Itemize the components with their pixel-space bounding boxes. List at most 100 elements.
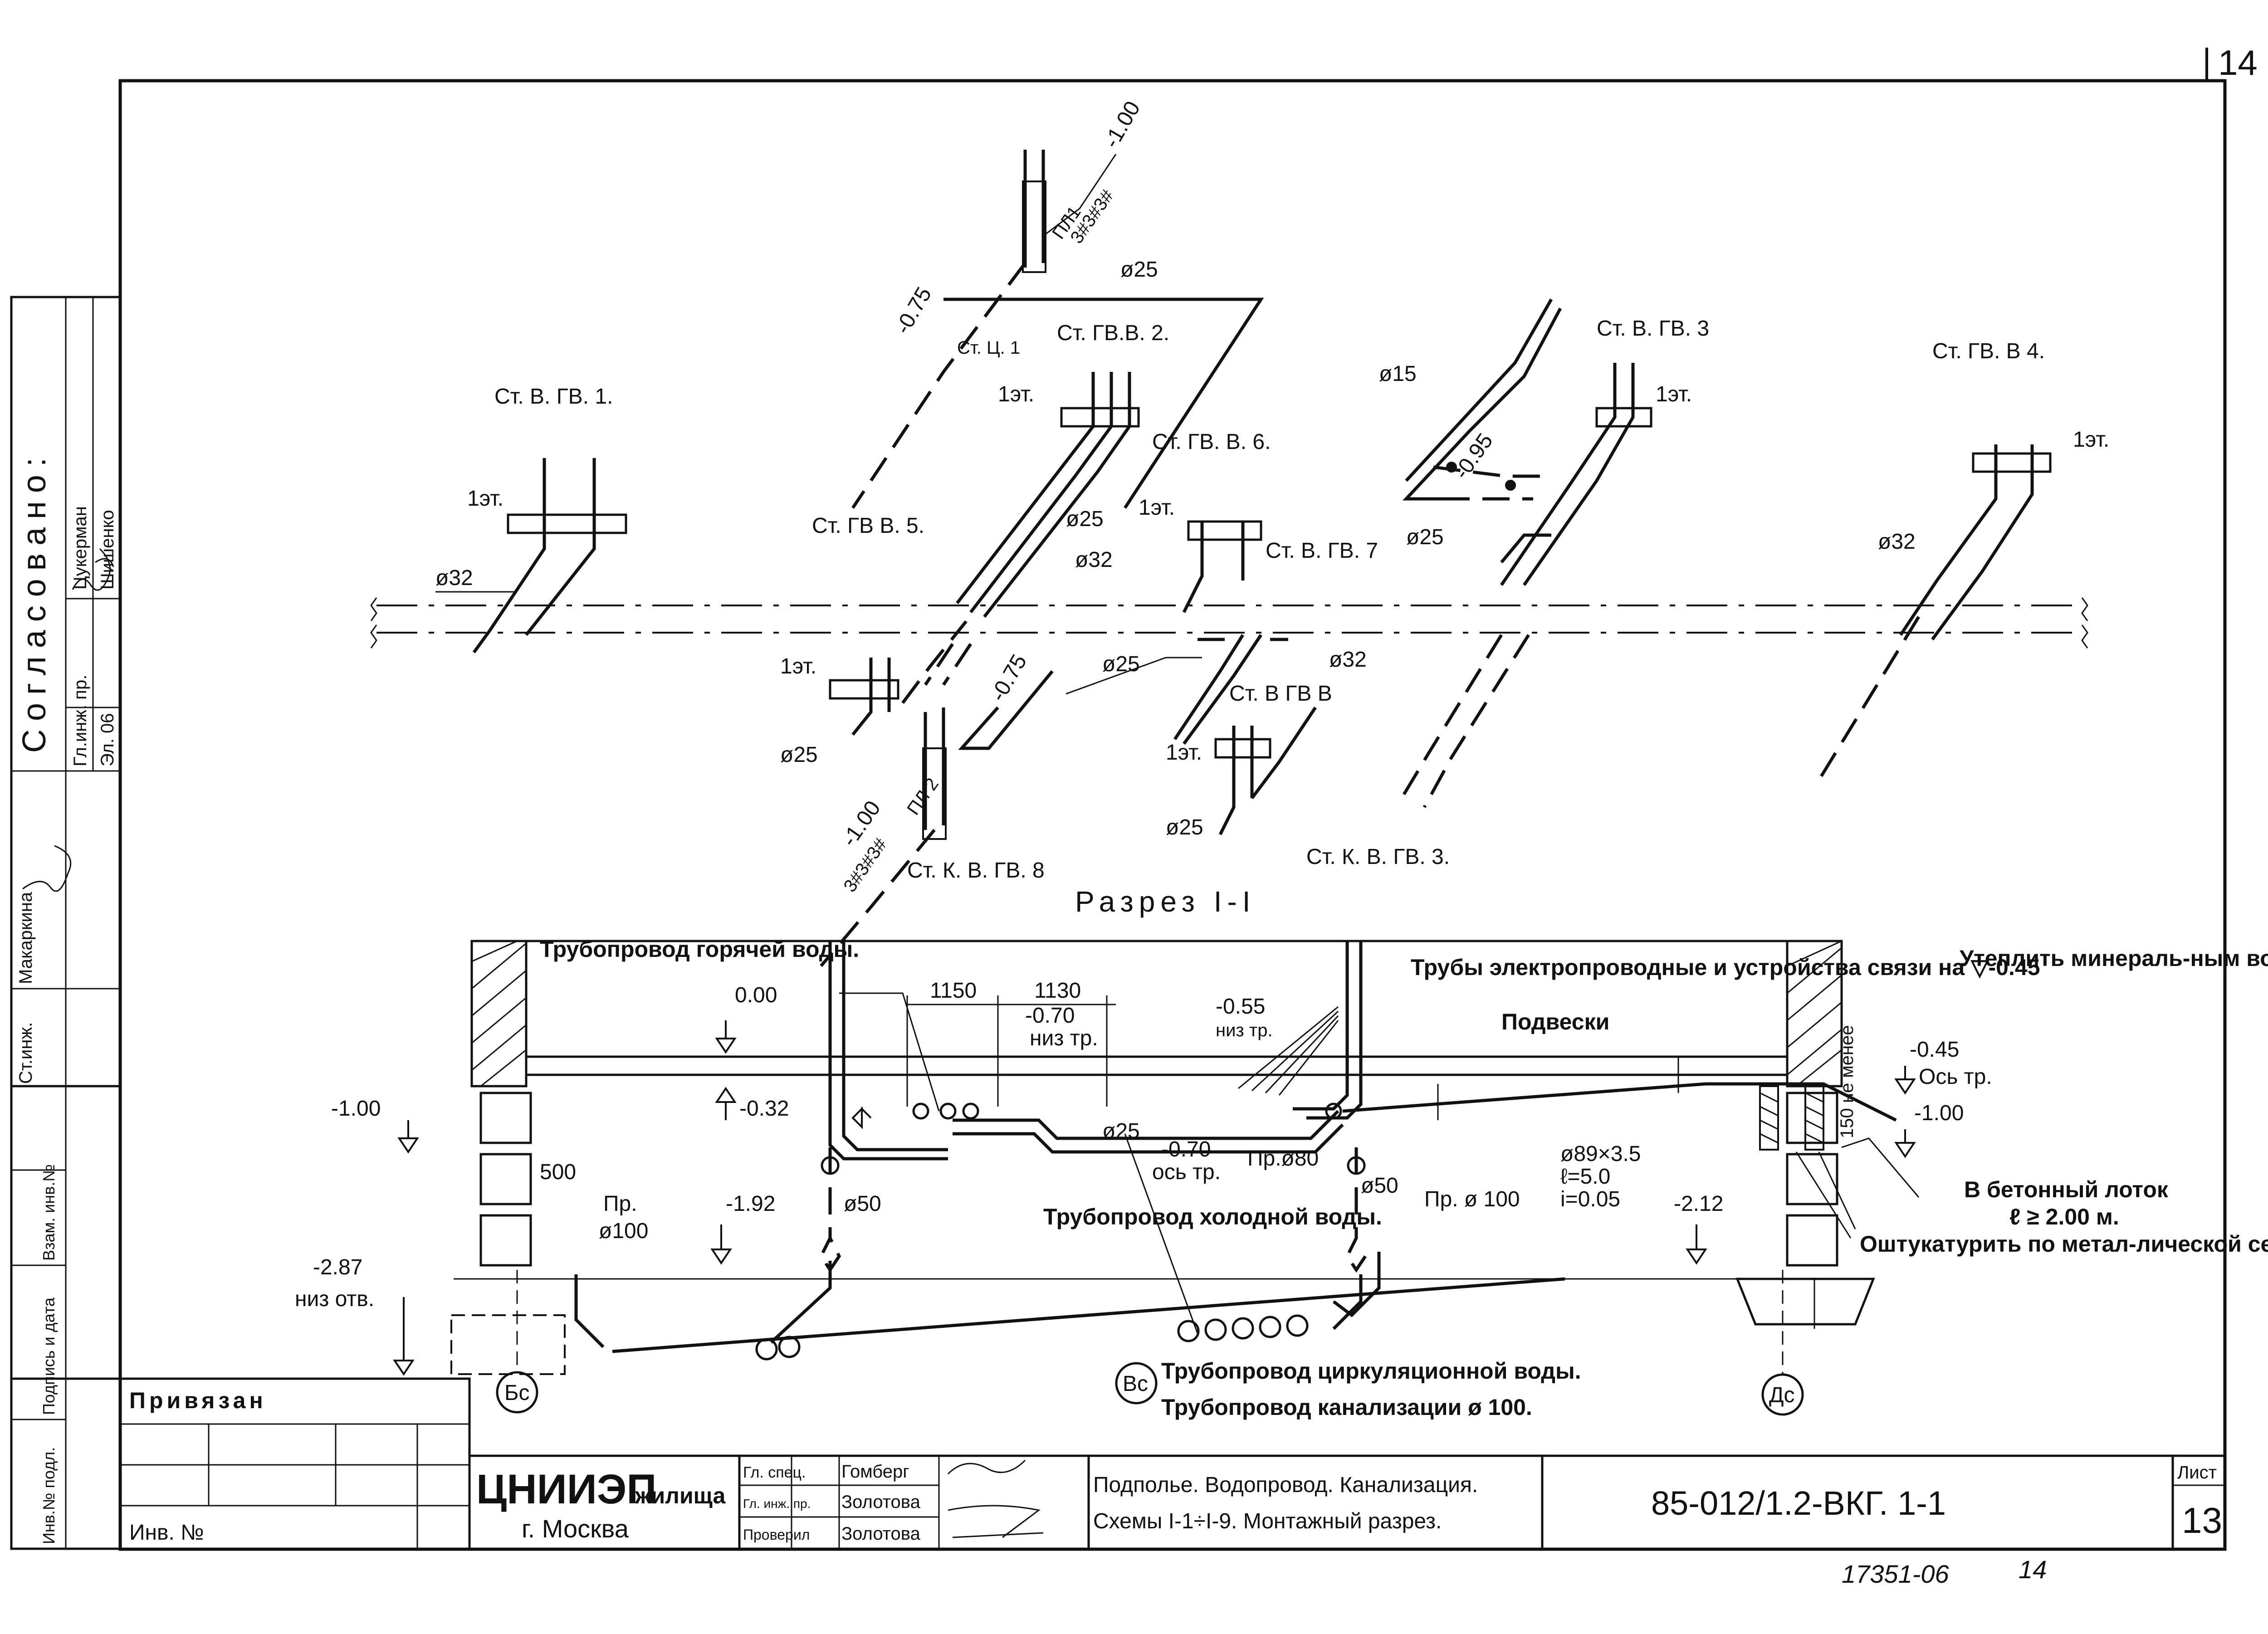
drawing-frame: [118, 79, 2227, 1551]
title-block: Привязан Инв. № ЦНИИЭП жилища г. Москва …: [119, 1377, 2226, 1550]
outlet-label: Пр.: [603, 1192, 637, 1216]
original-inv-label: Инв.№ подл.: [39, 1447, 58, 1544]
riser-label: Ст. ГВ. В. 6.: [1152, 430, 1271, 454]
diameter-label: ø32: [1075, 548, 1113, 572]
dimension-label: 500: [540, 1160, 576, 1184]
riser-label: Ст. В. ГВ. 7: [1266, 539, 1378, 563]
role-name: Гомберг: [841, 1462, 909, 1482]
level-label: -1.00: [331, 1097, 381, 1121]
chief-engineer-name: Цукерман: [70, 506, 90, 590]
role-label: Гл. спец.: [743, 1464, 806, 1481]
city-label: г. Москва: [522, 1514, 629, 1543]
axis-bubble: [496, 1371, 538, 1414]
riser-label: Ст. ГВ.В. 2.: [1057, 321, 1169, 345]
corner-page-number: 14: [2218, 43, 2258, 83]
pipe-bottom-note: низ тр.: [1030, 1026, 1098, 1050]
section-title: Разрез I-I: [1075, 885, 1256, 918]
riser-label: Ст. В ГВ В: [1229, 682, 1332, 706]
tray-length-note: ℓ ≥ 2.00 м.: [2009, 1204, 2119, 1229]
electro-pipes-note: Трубы электропроводные и устройства связ…: [1411, 955, 2040, 980]
sheet-number: 13: [2182, 1500, 2222, 1541]
floor-slab: [525, 1055, 1789, 1076]
level-label: -0.70: [1161, 1137, 1211, 1161]
level-label: -1.00: [1914, 1101, 1964, 1125]
diameter-label: ø25: [1102, 652, 1140, 676]
axis-label: Вс: [1123, 1372, 1148, 1396]
min-clearance-label: 150 не менее: [1837, 1025, 1857, 1138]
archive-stamp-code: 17351-06: [1842, 1560, 1950, 1588]
floor-label: 1эт.: [998, 382, 1034, 406]
approval-date: Эл. 06: [98, 713, 117, 766]
organization-name: ЦНИИЭП: [476, 1466, 656, 1512]
isometric-scheme: Ст. В. ГВ. 1. Ст. ГВ.В. 2. Ст. В. ГВ. 3 …: [370, 97, 2109, 967]
level-label: -0.70: [1025, 1004, 1075, 1028]
diameter-label: ø25: [1066, 507, 1104, 531]
floor-label: 1эт.: [1656, 382, 1692, 406]
level-label: -0.75: [891, 283, 937, 338]
outlet-label: Пр. ø 100: [1424, 1187, 1520, 1211]
pipe-spec: i=0.05: [1560, 1187, 1620, 1211]
signature-scribble: [947, 1459, 1044, 1538]
diameter-label: ø15: [1379, 362, 1417, 386]
level-label: -0.75: [986, 650, 1032, 705]
cold-water-pipe-label: Трубопровод холодной воды.: [1043, 1204, 1382, 1229]
level-label: -0.55: [1216, 995, 1265, 1019]
outlet-diameter: ø100: [599, 1219, 648, 1243]
replace-inv-label: Взам. инв.№: [39, 1164, 58, 1261]
floor-label: 1эт.: [467, 487, 503, 511]
circulation-pipe-label: Трубопровод циркуляционной воды.: [1161, 1358, 1581, 1384]
pipe-spec: ø89×3.5: [1560, 1142, 1641, 1166]
plaster-note: Оштукатурить по метал-лической сетке.: [1860, 1231, 2268, 1257]
floor-label: 1эт.: [780, 654, 816, 678]
role-name: Золотова: [841, 1492, 921, 1512]
level-label: -1.92: [726, 1192, 775, 1216]
left-approval-strip: Согласовано: Гл.инж. пр. Цукерман Шишенк…: [10, 296, 122, 1550]
slope-label: ПЛ 2: [903, 775, 943, 819]
signature-scribble: [72, 548, 114, 591]
level-label: -2.87: [313, 1255, 362, 1279]
level-label: 0.00: [735, 983, 777, 1007]
outlet-label: Пр.ø80: [1247, 1146, 1319, 1171]
sewer-pipe-label: Трубопровод канализации ø 100.: [1161, 1395, 1532, 1420]
riser-label: Ст. Ц. 1: [957, 338, 1020, 358]
floor-label: 1эт.: [2073, 428, 2109, 452]
approval-heading: Согласовано:: [16, 449, 53, 753]
diameter-label: ø25: [1166, 815, 1203, 839]
diameter-label: ø25: [1120, 258, 1158, 282]
riser-label: Ст. В. ГВ. 1.: [494, 385, 613, 409]
floor-label: 1эт.: [1166, 741, 1202, 765]
axis-bubble: [1115, 1362, 1158, 1405]
pipe-spec: ℓ=5.0: [1560, 1165, 1610, 1189]
st-engineer-label: Ст.инж.: [16, 1022, 36, 1084]
organization-suffix: жилища: [635, 1483, 726, 1508]
diameter-label: ø25: [1102, 1119, 1140, 1143]
diameter-label: ø32: [1878, 530, 1916, 554]
archive-stamp-page: 14: [2019, 1555, 2047, 1584]
diameter-label: ø32: [435, 566, 473, 590]
attached-label: Привязан: [129, 1388, 267, 1413]
level-label: -1.00: [1100, 97, 1145, 152]
riser-label: Ст. ГВ. В 4.: [1932, 339, 2045, 363]
axis-label: Дс: [1769, 1383, 1795, 1407]
axis-note: ось тр.: [1152, 1160, 1221, 1184]
diameter-label: ø32: [1329, 648, 1367, 672]
role-label: Проверил: [743, 1527, 810, 1543]
signature-scribble: [22, 845, 72, 892]
concrete-tray-note: В бетонный лоток: [1964, 1177, 2169, 1202]
dimension-label: 1150: [930, 979, 977, 1003]
riser-label: Ст. К. В. ГВ. 8: [907, 858, 1045, 883]
dimension-label: 1130: [1034, 979, 1081, 1003]
role-label: Гл. инж. пр.: [743, 1497, 811, 1511]
diameter-label: ø25: [1406, 525, 1444, 549]
riser-label: Ст. К. В. ГВ. 3.: [1306, 845, 1450, 869]
drawing-code: 85-012/1.2-ВКГ. 1-1: [1651, 1484, 1946, 1522]
level-label: -0.45: [1910, 1038, 1959, 1062]
level-label: -2.12: [1674, 1192, 1723, 1216]
diameter-label: ø50: [1361, 1174, 1398, 1198]
hot-water-pipe-label: Трубопровод горячей воды.: [540, 937, 859, 962]
sheet-description-line1: Подполье. Водопровод. Канализация.: [1093, 1473, 1478, 1497]
pipe-bottom-note: низ тр.: [1216, 1020, 1273, 1040]
floor-label: 1эт.: [1139, 496, 1175, 520]
insulation-note: Утеплить минераль-ным войлоком.: [1960, 946, 2268, 971]
section-view: Разрез I-I: [295, 885, 2268, 1420]
